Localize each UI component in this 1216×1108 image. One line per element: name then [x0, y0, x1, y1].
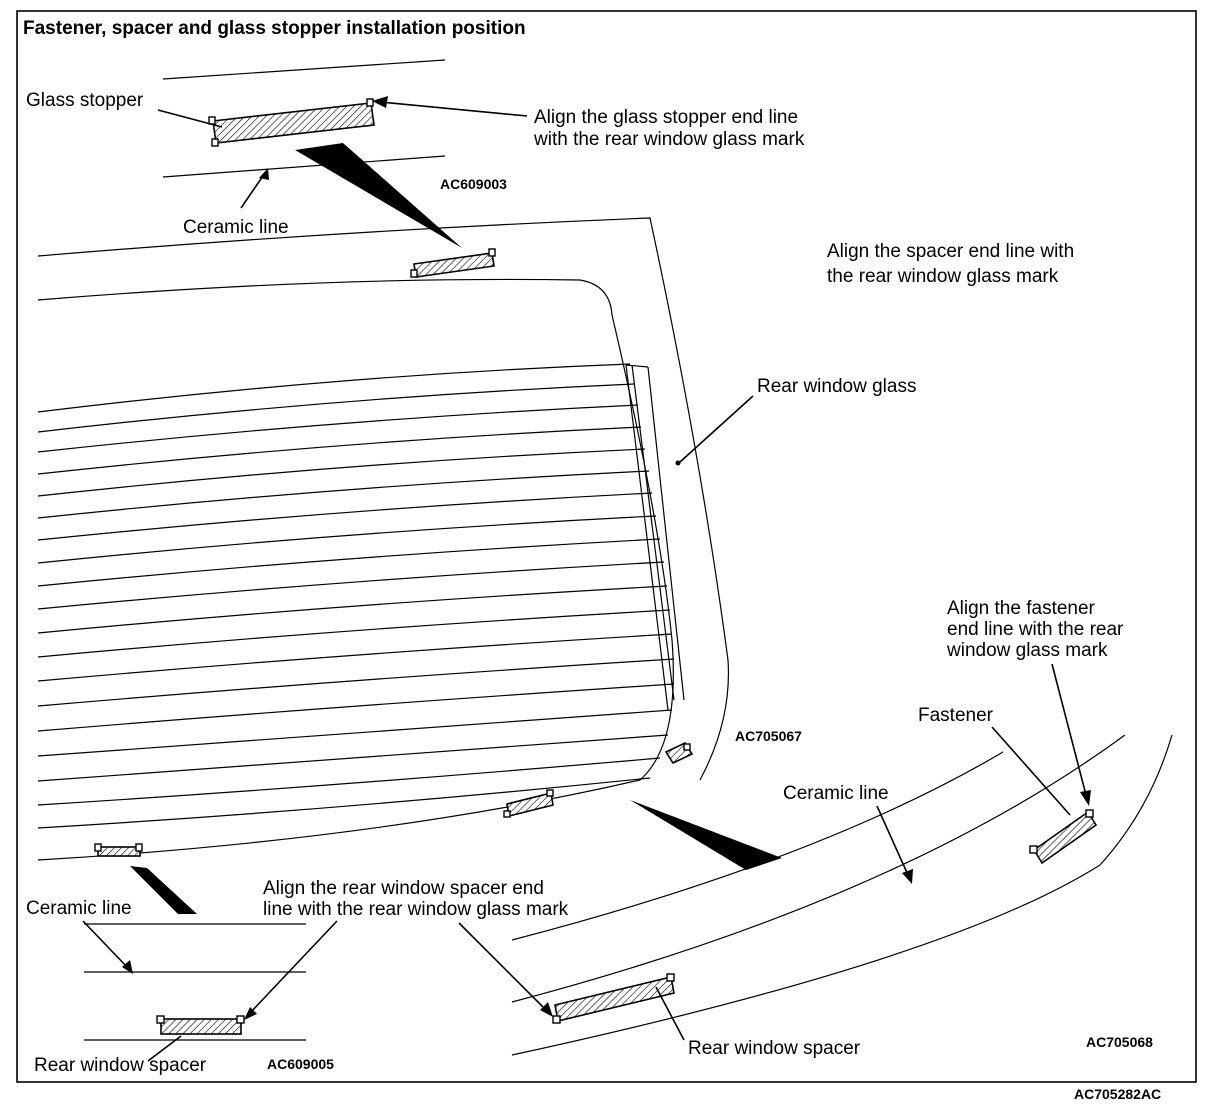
label-ceramic-line-top: Ceramic line — [183, 217, 289, 238]
label-ceramic-line-right: Ceramic line — [783, 783, 889, 804]
label-rw-spacer-align-1: Align the rear window spacer end — [263, 878, 544, 899]
rear-window-spacer-small — [160, 1018, 242, 1035]
fastener-spacer-detail — [458, 663, 1173, 1056]
label-rear-window-spacer-left: Rear window spacer — [34, 1055, 207, 1076]
label-spacer-align-2: the rear window glass mark — [827, 266, 1059, 287]
code-ac609005: AC609005 — [267, 1056, 334, 1072]
glass-stopper-part — [212, 102, 375, 144]
label-spacer-align-1: Align the spacer end line with — [827, 241, 1074, 262]
rear-window-spacer-detail — [82, 866, 338, 1062]
fastener-part — [1032, 810, 1098, 865]
code-ac705067: AC705067 — [735, 728, 802, 744]
label-stopper-align-1: Align the glass stopper end line — [534, 107, 798, 128]
code-ac705068: AC705068 — [1086, 1034, 1153, 1050]
label-rw-spacer-align-2: line with the rear window glass mark — [263, 899, 569, 920]
figure-title: Fastener, spacer and glass stopper insta… — [23, 18, 526, 39]
spacer-on-glass-top — [413, 252, 495, 278]
label-fastener: Fastener — [918, 705, 994, 726]
label-rear-window-spacer-right: Rear window spacer — [688, 1038, 861, 1059]
detail-pointer-wedge — [295, 143, 462, 248]
label-ceramic-line-left: Ceramic line — [26, 898, 132, 919]
detail-pointer-wedge-right — [630, 800, 782, 870]
label-fastener-align-2: end line with the rear — [947, 619, 1124, 640]
code-ac609003: AC609003 — [440, 176, 507, 192]
label-rear-window-glass: Rear window glass — [757, 376, 916, 397]
code-figure-id: AC705282AC — [1074, 1086, 1161, 1102]
label-glass-stopper: Glass stopper — [26, 90, 144, 111]
detail-pointer-wedge-left — [130, 866, 197, 914]
label-stopper-align-2: with the rear window glass mark — [533, 129, 805, 150]
label-fastener-align-3: window glass mark — [946, 640, 1108, 661]
spacer-on-glass-bottom — [506, 792, 554, 817]
rear-window-glass-view — [37, 217, 754, 861]
figure-frame — [16, 10, 1197, 1083]
glass-stopper-detail — [157, 59, 528, 248]
spacer-on-glass-left — [97, 846, 141, 857]
rear-window-spacer-part — [554, 976, 675, 1022]
label-fastener-align-1: Align the fastener — [947, 598, 1096, 619]
